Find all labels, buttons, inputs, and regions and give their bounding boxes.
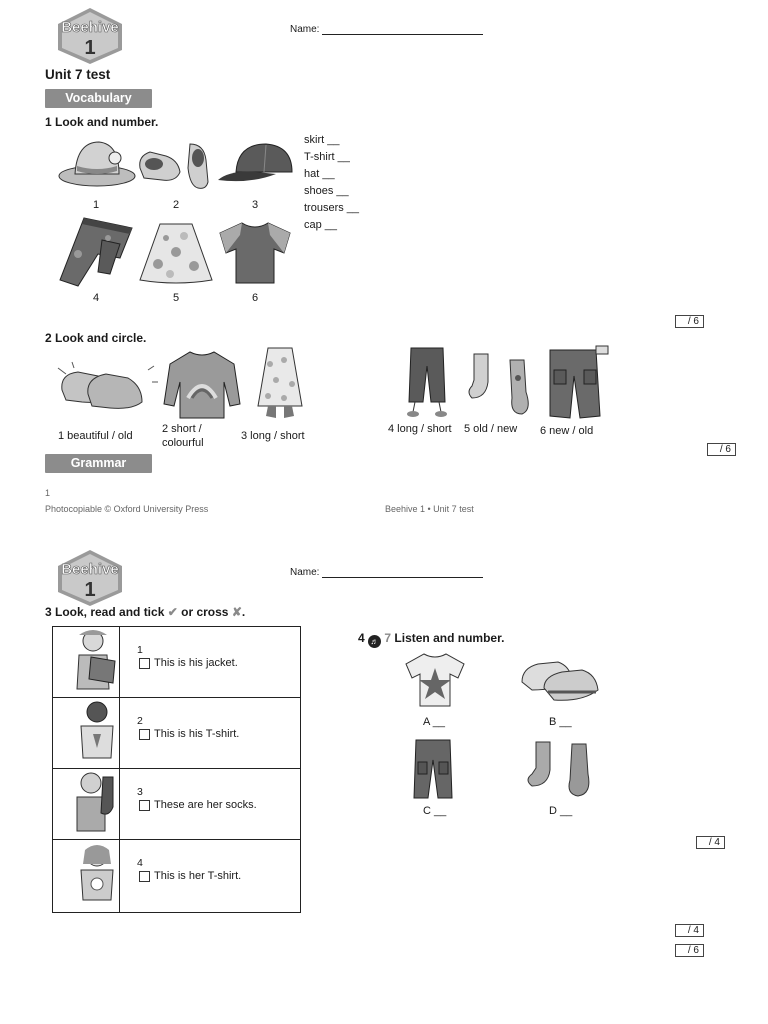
cargo-trousers-picture <box>549 345 609 419</box>
skirt-picture <box>139 223 213 284</box>
name-field[interactable] <box>322 34 483 35</box>
extra-score-box-2[interactable]: / 6 <box>675 944 704 957</box>
task2-caption-4: 4 long / short <box>388 423 452 435</box>
task1-score-box[interactable]: / 6 <box>675 315 704 328</box>
boy-with-socks-picture <box>76 772 114 832</box>
name-label-page2: Name: <box>290 567 320 578</box>
item-number-2: 2 <box>137 715 143 727</box>
task4-score-box[interactable]: / 4 <box>696 836 725 849</box>
task3-title: 3 Look, read and tick ✔ or cross ✘. <box>45 605 245 619</box>
task2-title: 2 Look and circle. <box>45 331 147 345</box>
star-tshirt-picture <box>405 653 465 707</box>
extra-score-box-1[interactable]: / 4 <box>675 924 704 937</box>
old-shoes-picture <box>57 361 158 409</box>
task1-word-list: skirt __ T-shirt __ hat __ shoes __ trou… <box>304 132 359 234</box>
task2-score-box[interactable]: / 6 <box>707 443 736 456</box>
task2-caption-1: 1 beautiful / old <box>58 430 133 442</box>
item-text-1: This is his jacket. <box>154 657 238 669</box>
audio-track-number: 7 <box>384 631 392 645</box>
checkbox-2[interactable] <box>139 729 150 740</box>
task3-title-start: 3 Look, read and tick <box>45 605 165 619</box>
checkbox-1[interactable] <box>139 658 150 669</box>
shoes-picture <box>139 143 209 189</box>
task4-label-b[interactable]: B __ <box>549 716 572 728</box>
logo-text: Beehive <box>61 19 119 36</box>
logo-number-page2: 1 <box>84 579 95 601</box>
task2-caption-2a: 2 short / <box>162 423 202 435</box>
footer-page-number: 1 <box>45 488 51 498</box>
task2-caption-6: 6 new / old <box>540 425 594 437</box>
word-tshirt[interactable]: T-shirt __ <box>304 151 350 163</box>
audio-icon[interactable]: ♬ <box>368 635 382 648</box>
tshirt-picture <box>219 222 291 284</box>
task3-title-end: . <box>241 605 246 619</box>
pic-number-2: 2 <box>172 199 180 211</box>
pic-number-1: 1 <box>92 199 100 211</box>
short-trousers-picture <box>407 347 447 417</box>
footer-copyright: Photocopiable © Oxford University Press <box>45 504 209 514</box>
beehive-logo: Beehive 1 <box>52 6 128 64</box>
name-field-page2[interactable] <box>322 577 483 578</box>
pic-number-3: 3 <box>251 199 259 211</box>
item-text-3: These are her socks. <box>154 799 257 811</box>
trainers-picture <box>521 661 599 701</box>
pic-number-4: 4 <box>92 292 100 304</box>
boy-with-tshirt-picture <box>80 701 114 759</box>
socks-pair-picture <box>527 741 590 797</box>
item-number-4: 4 <box>137 857 143 869</box>
word-trousers[interactable]: trousers __ <box>304 202 360 214</box>
socks-picture <box>468 353 529 415</box>
task2-caption-5: 5 old / new <box>464 423 518 435</box>
checkbox-3[interactable] <box>139 800 150 811</box>
table-row: 2 This is his T-shirt. <box>53 698 300 769</box>
checkbox-4[interactable] <box>139 871 150 882</box>
task2-caption-2b: colourful <box>162 437 204 449</box>
tick-icon: ✔ <box>167 605 178 619</box>
task3-table: 1 This is his jacket. 2 This is his T-sh… <box>52 626 301 913</box>
girl-with-tshirt-picture <box>80 845 114 901</box>
item-number-3: 3 <box>137 786 143 798</box>
jeans-picture <box>413 739 453 799</box>
long-skirt-picture <box>257 347 303 418</box>
task3-title-mid: or cross <box>181 605 229 619</box>
task4-label-c[interactable]: C __ <box>423 805 447 817</box>
task4-title-text: Listen and number. <box>394 631 505 645</box>
task4-number: 4 <box>358 631 365 645</box>
vocabulary-badge: Vocabulary <box>45 89 152 108</box>
word-shoes[interactable]: shoes __ <box>304 185 349 197</box>
pic-number-5: 5 <box>172 292 180 304</box>
task1-title: 1 Look and number. <box>45 115 159 129</box>
jumper-picture <box>163 351 241 419</box>
logo-text-page2: Beehive <box>61 561 119 578</box>
hat-picture <box>58 141 136 187</box>
item-text-4: This is her T-shirt. <box>154 870 242 882</box>
footer-course: Beehive 1 • Unit 7 test <box>385 504 474 514</box>
unit-title: Unit 7 test <box>45 67 111 82</box>
task4-title: 4 ♬ 7 Listen and number. <box>358 631 504 648</box>
grammar-badge: Grammar <box>45 454 152 473</box>
table-row: 4 This is her T-shirt. <box>53 840 300 911</box>
table-divider <box>119 627 120 912</box>
name-label: Name: <box>290 24 320 35</box>
word-skirt[interactable]: skirt __ <box>304 134 340 146</box>
boy-with-jacket-picture <box>76 630 116 690</box>
word-hat[interactable]: hat __ <box>304 168 335 180</box>
cross-icon: ✘ <box>231 605 242 619</box>
word-cap[interactable]: cap __ <box>304 219 338 231</box>
cap-picture <box>218 143 293 182</box>
item-number-1: 1 <box>137 644 143 656</box>
pic-number-6: 6 <box>251 292 259 304</box>
beehive-logo-page2: Beehive 1 <box>52 548 128 606</box>
trousers-picture <box>59 217 133 287</box>
task4-label-d[interactable]: D __ <box>549 805 573 817</box>
table-row: 3 These are her socks. <box>53 769 300 840</box>
table-row: 1 This is his jacket. <box>53 627 300 698</box>
task2-caption-3: 3 long / short <box>241 430 305 442</box>
task4-label-a[interactable]: A __ <box>423 716 446 728</box>
item-text-2: This is his T-shirt. <box>154 728 240 740</box>
logo-number: 1 <box>84 37 95 59</box>
